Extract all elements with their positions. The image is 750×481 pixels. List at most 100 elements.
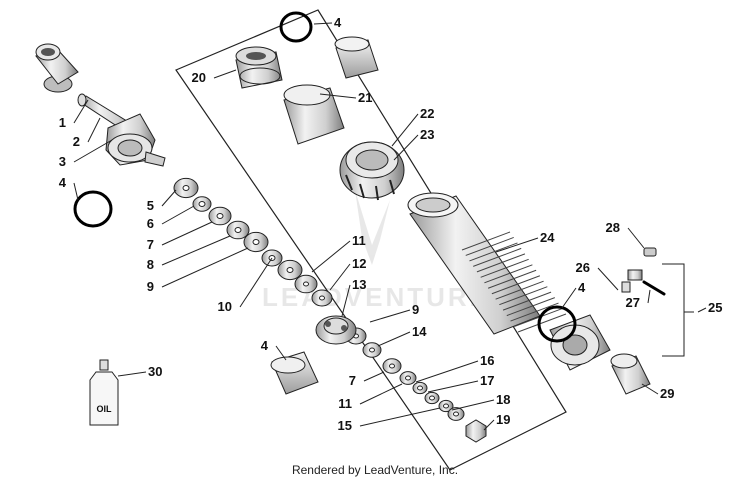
callout-7[interactable]: 7 [147, 237, 154, 252]
callout-3[interactable]: 3 [59, 154, 66, 169]
part-26-valve [621, 269, 643, 293]
callout-5[interactable]: 5 [147, 198, 154, 213]
callout-4[interactable]: 4 [334, 15, 342, 30]
callout-4[interactable]: 4 [261, 338, 269, 353]
callout-4[interactable]: 4 [578, 280, 586, 295]
leader-line [213, 69, 237, 79]
callout-17[interactable]: 17 [480, 373, 494, 388]
leader-line [73, 182, 79, 201]
callout-12[interactable]: 12 [352, 256, 366, 271]
washer [362, 342, 382, 358]
callout-23[interactable]: 23 [420, 127, 434, 142]
part-21-sleeve [283, 84, 345, 145]
washer [438, 399, 454, 413]
callout-7[interactable]: 7 [349, 373, 356, 388]
callout-10[interactable]: 10 [218, 299, 232, 314]
callout-18[interactable]: 18 [496, 392, 510, 407]
part-bottom-eye [549, 314, 611, 371]
washer [243, 231, 269, 253]
callout-24[interactable]: 24 [540, 230, 555, 245]
callout-1[interactable]: 1 [59, 115, 66, 130]
leader-line [363, 371, 385, 382]
callout-22[interactable]: 22 [420, 106, 434, 121]
callout-11[interactable]: 11 [352, 233, 366, 248]
leader-line [697, 307, 707, 313]
callout-20[interactable]: 20 [192, 70, 206, 85]
washer [311, 289, 333, 307]
leader-line [641, 383, 659, 395]
washer [424, 391, 440, 405]
leader-line [73, 99, 89, 124]
part-28-cap [643, 247, 657, 257]
part-4-oring-right [537, 305, 577, 343]
callout-29[interactable]: 29 [660, 386, 674, 401]
part-22-spring-nut [339, 141, 405, 201]
leader-line [341, 284, 351, 317]
washer [382, 358, 402, 374]
bracket-25 [662, 263, 694, 357]
leader-line [275, 345, 287, 361]
callout-9[interactable]: 9 [412, 302, 419, 317]
leader-line [313, 22, 333, 25]
washer [208, 206, 232, 226]
part-4-band-lower [270, 351, 319, 395]
callout-14[interactable]: 14 [412, 324, 427, 339]
callout-28[interactable]: 28 [606, 220, 620, 235]
leader-line [647, 289, 651, 304]
part-29-bushing [610, 353, 651, 395]
callout-16[interactable]: 16 [480, 353, 494, 368]
washer [399, 371, 417, 385]
callout-13[interactable]: 13 [352, 277, 366, 292]
leader-line [73, 139, 113, 163]
callout-4[interactable]: 4 [59, 175, 67, 190]
leader-line [161, 221, 213, 246]
part-4-band-top [334, 36, 379, 79]
leader-line [239, 257, 273, 308]
washer [173, 177, 199, 199]
washer [192, 196, 212, 212]
leader-line [427, 380, 479, 393]
leader-line [359, 383, 403, 405]
callout-2[interactable]: 2 [73, 134, 80, 149]
callout-8[interactable]: 8 [147, 257, 154, 272]
leader-line [483, 419, 495, 431]
part-4-oring-top [279, 11, 313, 43]
leader-line [319, 93, 357, 99]
callout-15[interactable]: 15 [338, 418, 352, 433]
part-4-oring-left [73, 190, 113, 228]
oil-label: OIL [97, 404, 113, 414]
leader-line [561, 287, 577, 309]
leader-line [393, 134, 419, 161]
leader-line [627, 227, 645, 249]
washer [412, 381, 428, 395]
callout-27[interactable]: 27 [626, 295, 640, 310]
part-3-body-eye [105, 113, 166, 167]
leader-line [329, 263, 351, 291]
part-27-pin [642, 280, 666, 296]
leader-line [161, 247, 249, 288]
part-13-piston [315, 315, 357, 345]
washer [447, 407, 465, 421]
leader-line [415, 360, 479, 383]
leader-line [377, 331, 411, 347]
part-30-oil-bottle: OIL [89, 359, 119, 426]
callout-30[interactable]: 30 [148, 364, 162, 379]
callout-21[interactable]: 21 [358, 90, 372, 105]
leader-line [495, 237, 539, 253]
leader-line [597, 267, 619, 291]
washer [277, 259, 303, 281]
washer-stack-left [173, 177, 303, 281]
callout-9[interactable]: 9 [147, 279, 154, 294]
callout-19[interactable]: 19 [496, 412, 510, 427]
leader-line [117, 371, 147, 377]
callout-26[interactable]: 26 [576, 260, 590, 275]
callout-11[interactable]: 11 [338, 396, 352, 411]
part-19-nut [465, 419, 487, 443]
part-1-bushing [35, 43, 79, 93]
credit-line: Rendered by LeadVenture, Inc. [291, 463, 459, 477]
leader-line [161, 189, 177, 207]
callout-6[interactable]: 6 [147, 216, 154, 231]
callout-25[interactable]: 25 [708, 300, 722, 315]
part-24-shock-body [407, 192, 567, 335]
